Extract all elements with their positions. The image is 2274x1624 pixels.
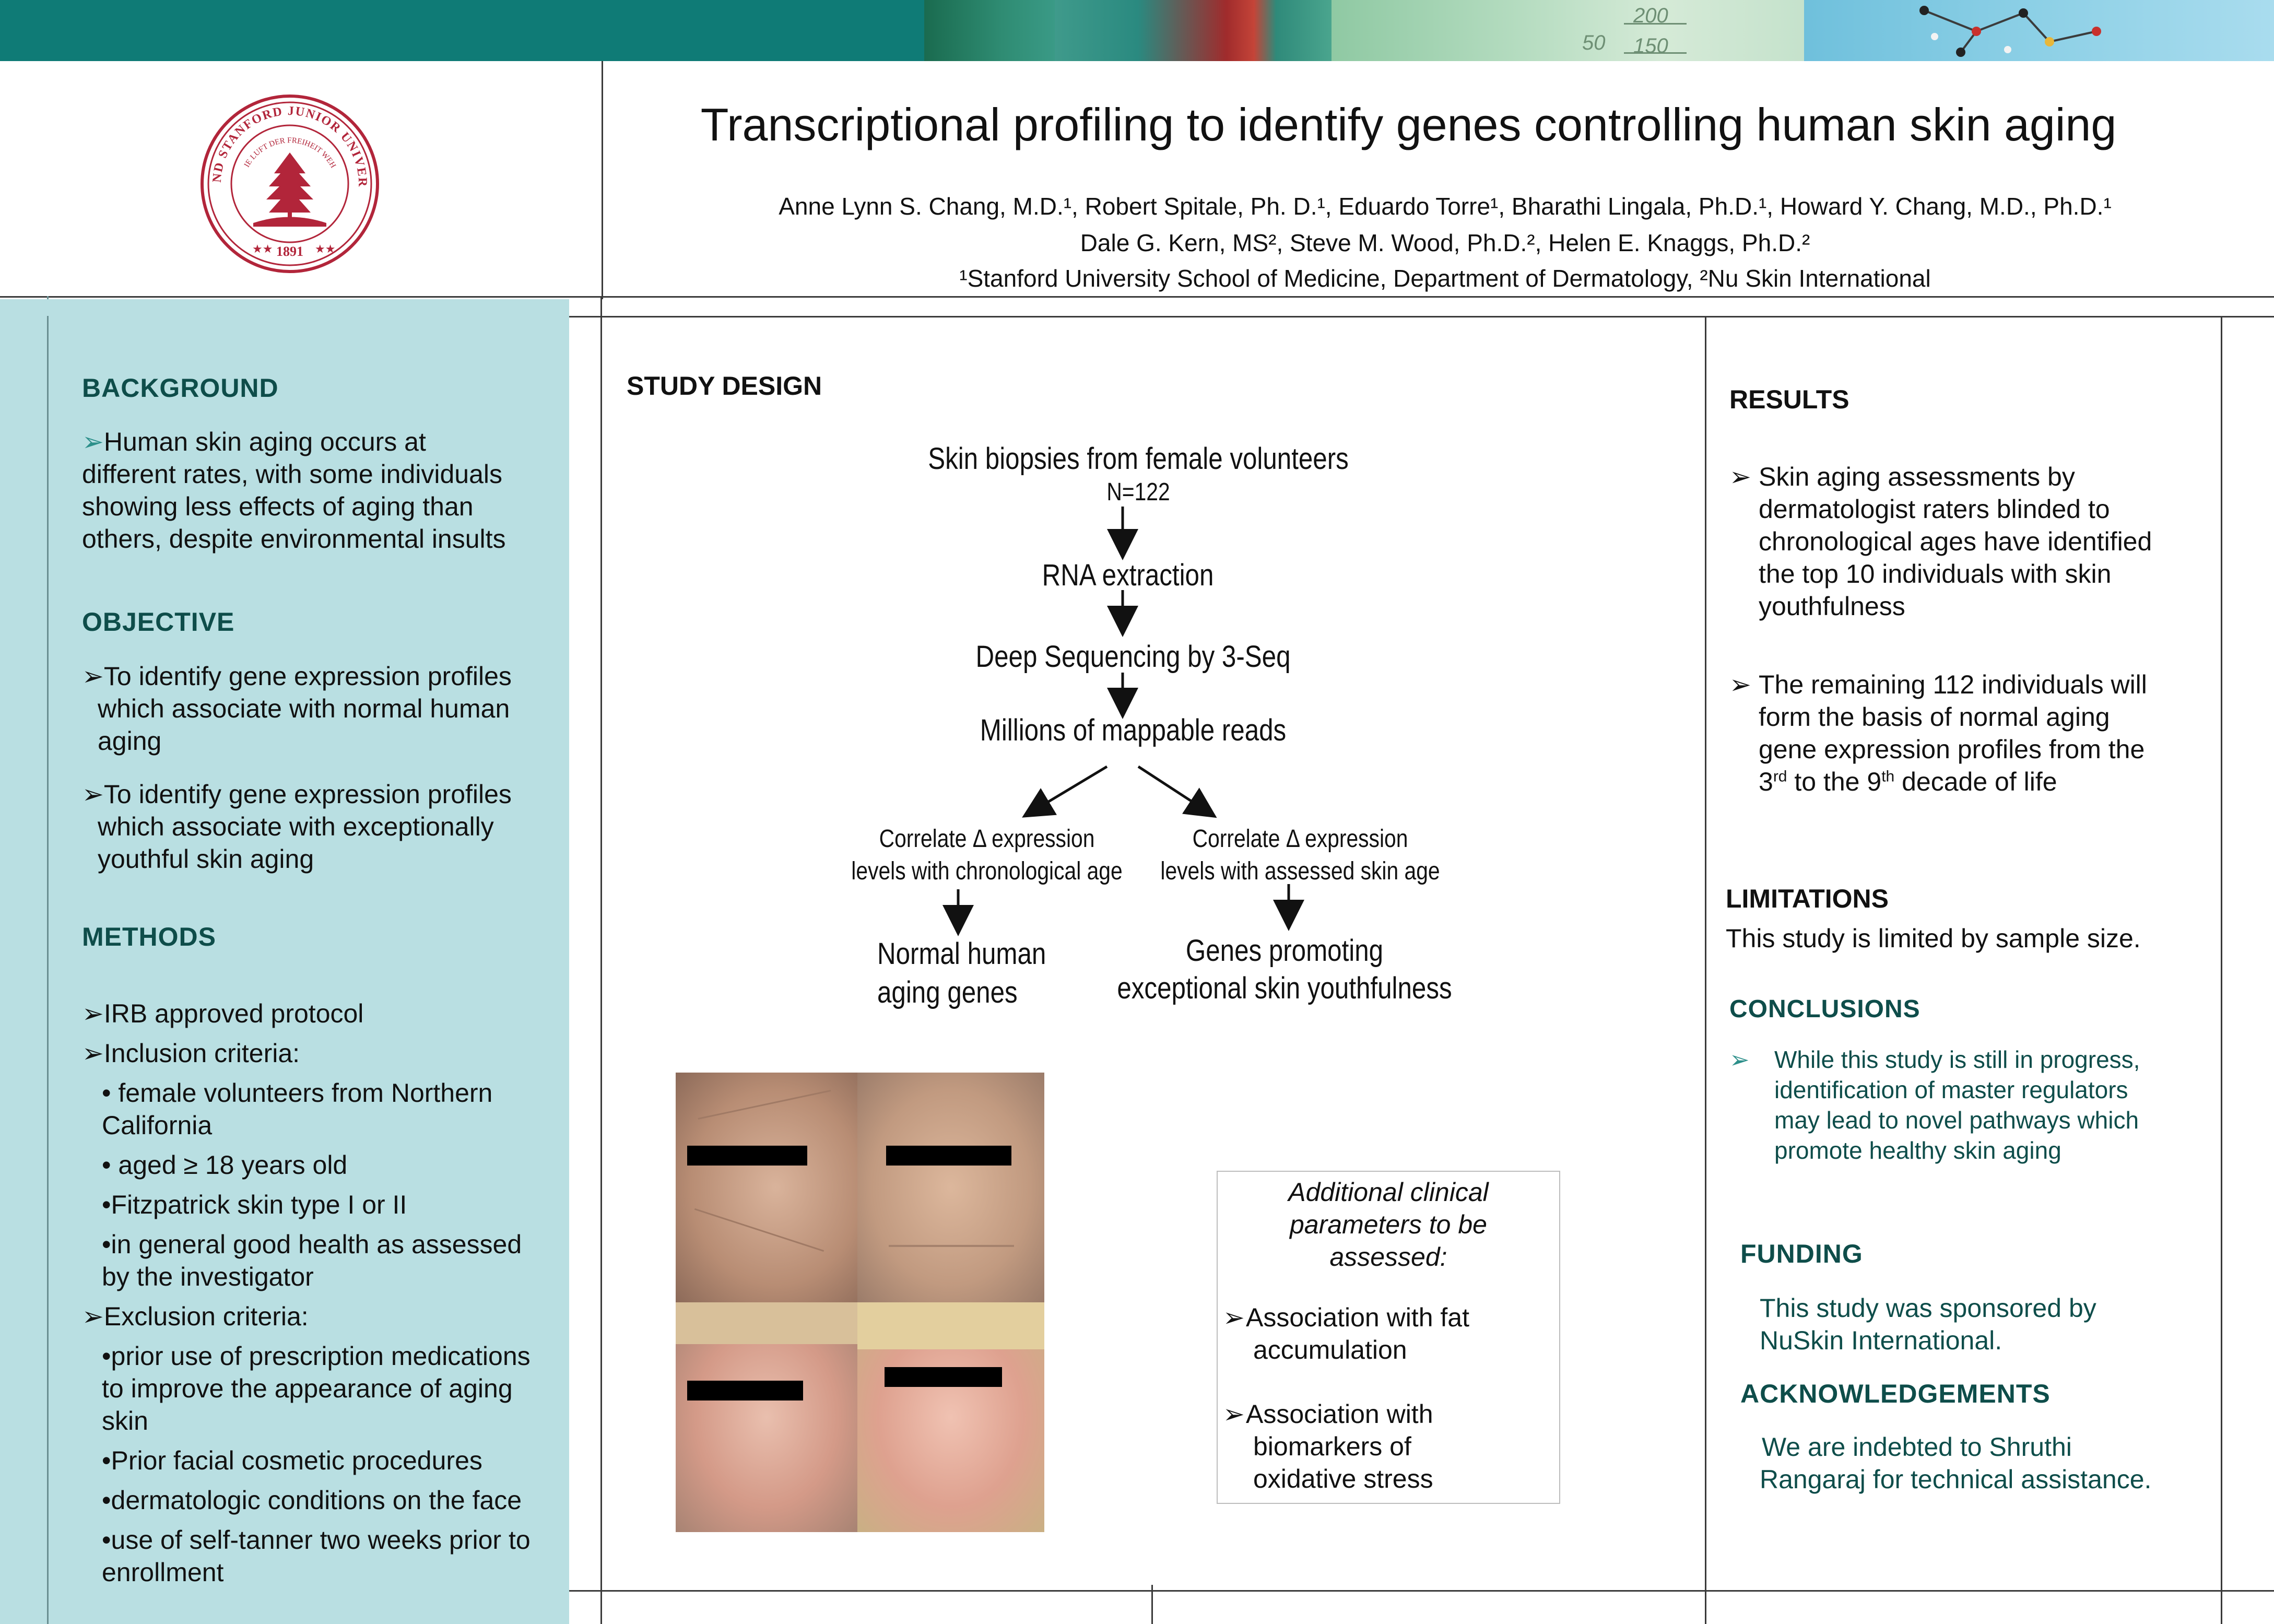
results-heading: RESULTS (1729, 385, 1849, 414)
rule-top-2 (0, 316, 2274, 317)
rule-top (0, 296, 2274, 298)
poster-title: Transcriptional profiling to identify ge… (700, 99, 2117, 150)
rule-bottom (569, 1590, 2274, 1592)
arrow-diagonal-left-icon (1022, 765, 1108, 818)
affiliations: ¹Stanford University School of Medicine,… (959, 265, 1931, 292)
eye-censor-bar (687, 1381, 803, 1401)
additional-item-2: ➢Association with biomarkers of oxidativ… (1223, 1398, 1557, 1495)
arrowhead-bullet-icon: ➢ (82, 780, 104, 809)
background-heading: BACKGROUND (82, 373, 279, 403)
photo-older-face-oblique (676, 1073, 857, 1302)
stanford-seal-logo: LELAND STANFORD JUNIOR UNIVERSITY DIE LU… (191, 79, 384, 278)
background-text: ➢Human skin aging occurs at different ra… (82, 427, 506, 554)
photo-younger-face-oblique (676, 1302, 857, 1532)
eye-censor-bar (885, 1367, 1002, 1387)
eye-censor-bar (687, 1146, 807, 1166)
limitations-heading: LIMITATIONS (1726, 884, 1889, 913)
svg-text:★★: ★★ (315, 242, 335, 255)
arrowhead-bullet-icon: ➢ (1223, 1399, 1245, 1429)
flow-step-n: N=122 (1106, 478, 1170, 506)
seal-year: 1891 (276, 244, 303, 259)
header-divider (602, 61, 603, 299)
flow-step-biopsies: Skin biopsies from female volunteers (928, 442, 1349, 476)
objective-item-2: ➢To identify gene expression profiles wh… (82, 780, 512, 874)
column-divider-3 (2221, 316, 2222, 1624)
column-divider-1 (600, 296, 602, 1624)
arrow-diagonal-right-icon (1137, 765, 1217, 818)
results-item-2: ➢The remaining 112 individuals will form… (1729, 668, 2210, 798)
objective-item-1: ➢To identify gene expression profiles wh… (82, 662, 512, 756)
arrowhead-bullet-icon: ➢ (1729, 462, 1751, 491)
arrowhead-bullet-icon: ➢ (82, 1302, 104, 1331)
eye-censor-bar (886, 1146, 1011, 1166)
molecule-icon (1919, 6, 2101, 57)
authors-line-2: Dale G. Kern, MS², Steve M. Wood, Ph.D.²… (1080, 229, 1810, 256)
banner-tubes (1055, 0, 1332, 61)
acknowledgements-heading: ACKNOWLEDGEMENTS (1740, 1379, 2051, 1408)
limitations-text: This study is limited by sample size. (1726, 924, 2141, 953)
flow-step-rna: RNA extraction (1042, 558, 1214, 592)
bottom-tick (1151, 1585, 1153, 1624)
flow-step-sequencing: Deep Sequencing by 3-Seq (975, 640, 1291, 674)
funding-heading: FUNDING (1740, 1239, 1863, 1268)
methods-heading: METHODS (82, 922, 216, 951)
banner-cylinder: 200 150 50 (1332, 0, 1804, 61)
photo-younger-face-front (857, 1302, 1044, 1532)
tree-icon (253, 152, 326, 227)
results-item-1: ➢Skin aging assessments by dermatologist… (1729, 461, 2210, 622)
arrowhead-bullet-icon: ➢ (1223, 1303, 1245, 1332)
arrowhead-bullet-icon: ➢ (82, 999, 104, 1028)
conclusions-heading: CONCLUSIONS (1729, 995, 1920, 1023)
arrowhead-bullet-icon: ➢ (1729, 670, 1751, 699)
svg-text:★★: ★★ (252, 242, 273, 255)
photo-older-face-front (857, 1073, 1044, 1302)
arrowhead-bullet-icon: ➢ (82, 1039, 104, 1068)
arrowhead-bullet-icon: ➢ (82, 662, 104, 691)
objective-heading: OBJECTIVE (82, 607, 235, 637)
left-sidebar (0, 299, 569, 1624)
banner-beaker: 200 (924, 0, 1109, 61)
methods-list: ➢IRB approved protocol ➢Inclusion criter… (82, 999, 531, 1587)
sidebar-edge-overlay (47, 316, 49, 1624)
authors-line-1: Anne Lynn S. Chang, M.D.¹, Robert Spital… (779, 193, 2112, 220)
banner-molecule (1804, 0, 2274, 61)
banner-teal (0, 0, 924, 61)
flow-arrows (942, 507, 1304, 936)
top-banner: 200 200 150 50 (0, 0, 2274, 61)
conclusions-text: ➢While this study is still in progress, … (1729, 1044, 2210, 1166)
study-design-heading: STUDY DESIGN (627, 371, 822, 401)
column-divider-2 (1705, 316, 1706, 1624)
additional-item-1: ➢Association with fat accumulation (1223, 1301, 1557, 1366)
arrowhead-bullet-icon: ➢ (82, 427, 104, 456)
arrowhead-bullet-icon: ➢ (1729, 1046, 1750, 1073)
